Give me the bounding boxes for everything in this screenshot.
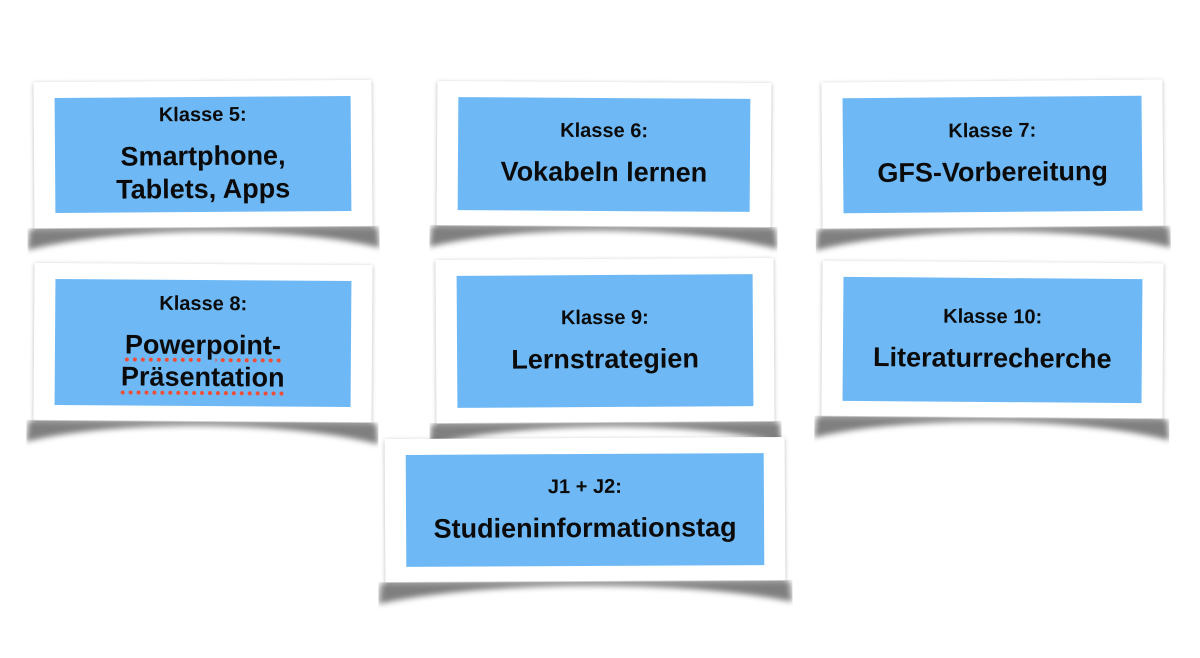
card-curl-shadow [429, 225, 778, 250]
card-klasse-7: Klasse 7: GFS-Vorbereitung [815, 79, 1171, 251]
card-curl-shadow [815, 226, 1171, 251]
card-title: GFS-Vorbereitung [877, 156, 1109, 189]
card-j1-j2: J1 + J2: Studieninformationstag [378, 436, 793, 605]
card-title: Smartphone, Tablets, Apps [116, 140, 291, 205]
card-title: Powerpoint-Präsentation [120, 329, 285, 393]
card-label: J1 + J2: [547, 475, 622, 498]
card-klasse-6: Klasse 6: Vokabeln lernen [429, 80, 778, 250]
card-label: Klasse 9: [560, 306, 649, 330]
card-label: Klasse 6: [560, 120, 649, 143]
card-klasse-5: Klasse 5: Smartphone, Tablets, Apps [27, 79, 380, 251]
card-klasse-9: Klasse 9: Lernstrategien [429, 257, 782, 446]
card-curl-shadow [378, 580, 793, 605]
card-panel: Klasse 5: Smartphone, Tablets, Apps [54, 95, 352, 214]
card-title: Lernstrategien [511, 343, 699, 375]
card-title: Literaturrecherche [872, 341, 1112, 374]
card-title: Studieninformationstag [433, 512, 737, 544]
card-curl-shadow [814, 416, 1170, 441]
card-klasse-10: Klasse 10: Literaturrecherche [814, 260, 1170, 441]
card-panel: Klasse 7: GFS-Vorbereitung [842, 95, 1143, 214]
card-title: Vokabeln lernen [500, 156, 708, 188]
card-panel: Klasse 6: Vokabeln lernen [457, 97, 751, 212]
card-panel: Klasse 10: Literaturrecherche [842, 276, 1143, 404]
card-klasse-8: Klasse 8: Powerpoint-Präsentation [26, 262, 379, 445]
card-panel: Klasse 9: Lernstrategien [456, 274, 754, 408]
card-label: Klasse 5: [158, 103, 247, 127]
card-panel: Klasse 8: Powerpoint-Präsentation [54, 278, 352, 408]
card-curl-shadow [27, 226, 380, 251]
card-panel: J1 + J2: Studieninformationstag [405, 453, 765, 567]
card-label: Klasse 8: [159, 292, 248, 315]
card-curl-shadow [26, 420, 379, 445]
card-label: Klasse 7: [948, 119, 1037, 143]
card-label: Klasse 10: [943, 305, 1043, 329]
